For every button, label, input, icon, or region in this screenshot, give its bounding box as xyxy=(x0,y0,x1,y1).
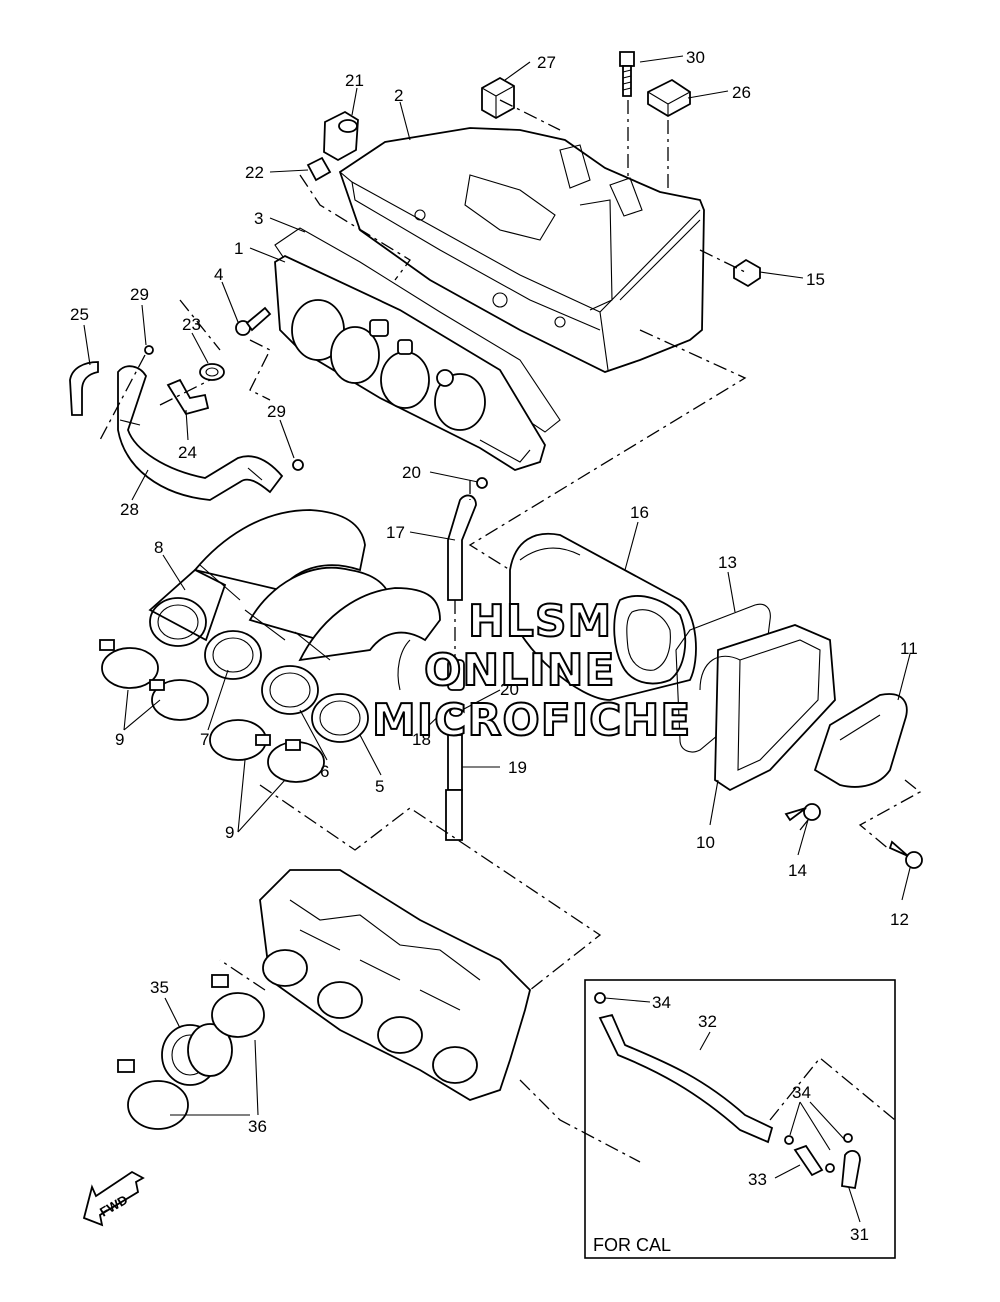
callout-11: 11 xyxy=(900,639,918,658)
callout-8: 8 xyxy=(154,538,163,557)
callout-14: 14 xyxy=(788,861,807,880)
clip-20 xyxy=(476,477,488,489)
watermark-line-2: ONLINE xyxy=(424,645,616,696)
callout-leaders xyxy=(83,55,911,1223)
callout-19: 19 xyxy=(508,758,527,777)
callout-2: 2 xyxy=(394,86,403,105)
callout-31: 31 xyxy=(850,1225,869,1244)
joint-35 xyxy=(161,1023,233,1086)
callout-26: 26 xyxy=(732,83,751,102)
callout-18: 18 xyxy=(412,730,431,749)
leader-dashes xyxy=(99,99,922,1163)
callout-22: 22 xyxy=(245,163,264,182)
callout-12: 12 xyxy=(890,910,909,929)
watermark: HLSM ONLINE MICROFICHE xyxy=(371,595,691,747)
callout-3: 3 xyxy=(254,209,263,228)
callout-16: 16 xyxy=(630,503,649,522)
watermark-line-1: HLSM xyxy=(468,596,612,647)
clamps-9 xyxy=(99,639,325,783)
cover-11 xyxy=(813,693,908,788)
callout-21: 21 xyxy=(345,71,364,90)
callout-7: 7 xyxy=(200,730,209,749)
screw-14 xyxy=(784,803,821,822)
callout-36: 36 xyxy=(248,1117,267,1136)
callout-4: 4 xyxy=(214,265,223,284)
callout-20-top: 20 xyxy=(402,463,421,482)
screw-4 xyxy=(235,306,272,336)
bolt-30 xyxy=(619,51,635,97)
for-cal-inset xyxy=(584,979,896,1259)
callout-34-inset-top: 34 xyxy=(652,993,671,1012)
clip-26 xyxy=(647,78,691,118)
air-box-plate xyxy=(274,254,546,471)
breather-hose-28 xyxy=(117,365,284,501)
callout-28: 28 xyxy=(120,500,139,519)
callout-13: 13 xyxy=(718,553,737,572)
throttle-body-assembly xyxy=(259,869,531,1101)
air-box-case xyxy=(338,127,705,373)
callout-6: 6 xyxy=(320,762,329,781)
callout-10: 10 xyxy=(696,833,715,852)
callout-32: 32 xyxy=(698,1012,717,1031)
callout-25: 25 xyxy=(70,305,89,324)
callout-15: 15 xyxy=(806,270,825,289)
callout-20-mid: 20 xyxy=(500,680,519,699)
air-filter-element xyxy=(509,532,697,701)
watermark-line-3: MICROFICHE xyxy=(372,695,691,746)
callout-labels: 30 27 26 21 2 22 3 1 4 15 25 29 23 24 29… xyxy=(70,48,918,1244)
clip-22 xyxy=(306,156,332,182)
nut-15 xyxy=(733,258,761,288)
callout-17: 17 xyxy=(386,523,405,542)
forward-arrow-icon xyxy=(82,1170,145,1227)
callout-5: 5 xyxy=(375,777,384,796)
callout-34-inset: 34 xyxy=(792,1083,811,1102)
callout-9-right: 9 xyxy=(225,823,234,842)
callout-35: 35 xyxy=(150,978,169,997)
cap-21 xyxy=(323,110,359,162)
joint-24 xyxy=(166,378,210,416)
callout-27: 27 xyxy=(537,53,556,72)
grommet-23 xyxy=(199,363,225,381)
clip-29 xyxy=(144,345,304,471)
callout-33: 33 xyxy=(748,1170,767,1189)
cover-10 xyxy=(699,624,836,792)
callout-29-top: 29 xyxy=(130,285,149,304)
callout-23: 23 xyxy=(182,315,201,334)
callout-30: 30 xyxy=(686,48,705,67)
clamps-36 xyxy=(117,974,265,1130)
intake-funnels xyxy=(148,509,441,743)
callout-29-mid: 29 xyxy=(267,402,286,421)
clip-27 xyxy=(481,76,515,120)
for-cal-label: FOR CAL xyxy=(593,1235,671,1255)
callout-9-left: 9 xyxy=(115,730,124,749)
callout-1: 1 xyxy=(234,239,243,258)
screw-12 xyxy=(888,840,923,869)
callout-24: 24 xyxy=(178,443,197,462)
breather-hose-25 xyxy=(69,361,99,416)
